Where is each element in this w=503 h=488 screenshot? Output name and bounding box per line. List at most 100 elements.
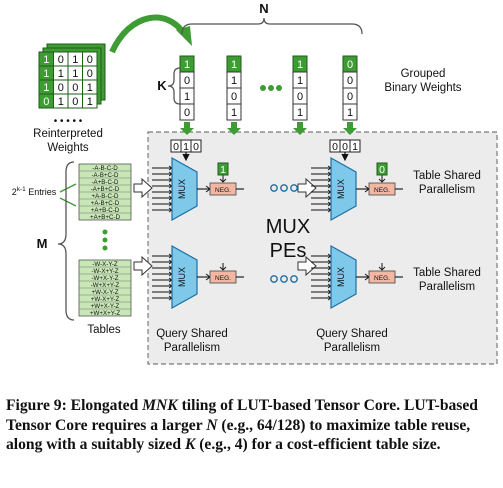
mux-unit-bottom-right: MUX NEG. — [311, 244, 403, 310]
query-shared-label-left-line2: Parallelism — [164, 342, 220, 354]
selector-bit-value: 0 — [342, 141, 348, 153]
reinterpret-arrow — [109, 14, 187, 54]
mux-block — [330, 244, 357, 310]
reinterpreted-cell-value: 1 — [87, 96, 93, 108]
mux-block — [171, 156, 198, 222]
grouped-column-cell-value: 1 — [347, 107, 353, 119]
reinterpreted-cell-value: 1 — [43, 82, 49, 94]
table-shared-label-bottom-line2: Parallelism — [419, 281, 475, 293]
lut-table-entry: -W+X-Y-Z — [91, 275, 118, 282]
reinterpreted-dots: • • • • • — [54, 116, 83, 127]
grouped-column-cell-value: 0 — [297, 91, 303, 103]
lut-table-entry: -A+B+C-D — [91, 186, 120, 193]
grouped-column-cell-value: 0 — [184, 75, 190, 87]
grouped-column-cell — [179, 103, 195, 121]
grouped-column-cell-value: 0 — [347, 91, 353, 103]
grouped-column-head-value: 1 — [184, 59, 190, 71]
selector-bit-cell — [190, 139, 202, 153]
reinterpreted-label-line1: Reinterpreted — [33, 128, 103, 140]
grouped-column-cell-value: 0 — [347, 75, 353, 87]
grouped-column-cell — [292, 103, 308, 121]
lut-table-entry: +A-B+C-D — [91, 200, 120, 207]
selector-bit-value: 1 — [352, 141, 358, 153]
entries-label: 2k-1 Entries — [12, 186, 57, 197]
mux-ellipsis-bottom — [270, 275, 298, 283]
down-arrow — [180, 122, 194, 135]
lut-table-entry: +W+X+Y-Z — [90, 310, 120, 317]
table-shared-label-top-line2: Parallelism — [419, 184, 475, 196]
caption-body-1: LUT-based Tensor Core requires a larger — [6, 397, 478, 434]
mux-block — [171, 244, 198, 310]
lut-table-entry: -A+B-C-D — [92, 179, 120, 186]
down-arrow — [293, 122, 307, 135]
reinterpreted-cell-value: 1 — [58, 96, 64, 108]
lut-table-entry: +A+B+C-D — [90, 214, 121, 221]
reinterpreted-cell-value: 0 — [87, 54, 93, 66]
grouped-label-line1: Grouped — [401, 68, 446, 80]
lut-table-entry: +W+X-Y-Z — [91, 303, 120, 310]
neg-bit-box — [217, 162, 229, 176]
lut-table-entry: +A-B-C-D — [92, 193, 120, 200]
figure-caption: Figure 9: Elongated MNK tiling of LUT-ba… — [6, 396, 498, 455]
mux-pes-label-line2: PEs — [270, 240, 307, 262]
lut-table-entry: +W-X+Y-Z — [91, 296, 120, 303]
n-brace — [181, 17, 363, 35]
reinterpreted-cell-value: 1 — [72, 54, 78, 66]
query-shared-label-right-line2: Parallelism — [324, 342, 380, 354]
lut-table-bottom: -W-X-Y-Z-W-X+Y-Z-W+X-Y-Z-W+X+Y-Z+W-X-Y-Z… — [78, 259, 132, 317]
grouped-column-cell — [226, 103, 242, 121]
selector-bit-cell — [349, 139, 361, 153]
neg-bit-value: 0 — [379, 164, 385, 176]
mux-pes-label-line1: MUX — [266, 216, 310, 238]
grouped-column-cell-value: 1 — [231, 107, 237, 119]
neg-label: NEG. — [215, 187, 231, 194]
lut-table-entry: -W+X+Y-Z — [91, 282, 120, 289]
m-label: M — [37, 236, 48, 251]
lut-table-entry: +W-X-Y-Z — [92, 289, 119, 296]
caption-body-2: (e.g., 64/128) to maximize table reuse, … — [6, 416, 471, 454]
grouped-column-cell-value: 1 — [297, 107, 303, 119]
grouped-label-line2: Binary Weights — [384, 82, 461, 94]
reinterpreted-cell-value: 0 — [72, 82, 78, 94]
caption-title-italic: MNK — [142, 397, 178, 414]
tables-label: Tables — [87, 324, 120, 336]
reinterpreted-cell-value: 1 — [43, 54, 49, 66]
mux-label: MUX — [336, 267, 346, 287]
neg-label: NEG. — [374, 187, 390, 194]
k-label: K — [157, 78, 167, 93]
caption-body-k: K — [184, 436, 196, 453]
query-shared-label-left-line1: Query Shared — [156, 328, 228, 340]
neg-bit-value: 1 — [220, 164, 226, 176]
grouped-column-cell-value: 0 — [231, 91, 237, 103]
caption-title-plain: Elongated — [66, 397, 143, 414]
lut-table-entry: -A-B+C-D — [92, 172, 120, 179]
grouped-column-cell-value: 1 — [297, 75, 303, 87]
neg-label: NEG. — [374, 275, 390, 282]
mux-block — [330, 156, 357, 222]
lut-table-entry: -W-X-Y-Z — [92, 261, 118, 268]
table-shared-label-top-line1: Table Shared — [413, 170, 481, 182]
grouped-column-head-value: 0 — [347, 59, 353, 71]
mux-pe-panel — [147, 131, 498, 365]
reinterpreted-cell-value: 1 — [87, 82, 93, 94]
reinterpreted-cell-value: 1 — [58, 68, 64, 80]
lut-table-entry: -A-B-C-D — [92, 165, 118, 172]
mux-label: MUX — [177, 179, 187, 199]
lut-table-top: -A-B-C-D-A-B+C-D-A+B-C-D-A+B+C-D+A-B-C-D… — [78, 163, 132, 221]
grouped-column-head-value: 1 — [231, 59, 237, 71]
reinterpreted-cell — [82, 93, 98, 109]
n-label: N — [259, 1, 268, 16]
table-shared-label-bottom-line1: Table Shared — [413, 267, 481, 279]
caption-figure-number: Figure 9: — [6, 397, 67, 414]
reinterpreted-cell-value: 1 — [43, 68, 49, 80]
m-brace — [57, 161, 75, 321]
grouped-column-head-value: 1 — [297, 59, 303, 71]
grouped-column-cell — [342, 103, 358, 121]
selector-bit-value: 0 — [173, 141, 179, 153]
